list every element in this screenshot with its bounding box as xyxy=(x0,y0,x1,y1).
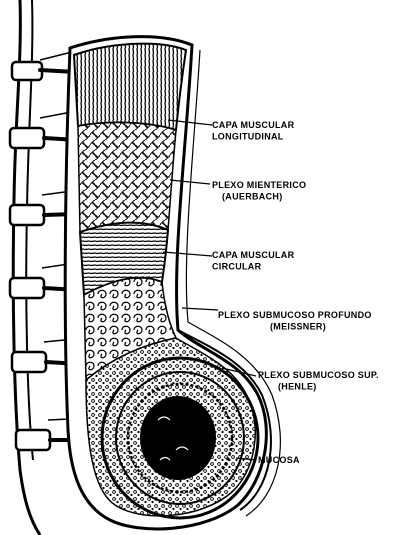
label-plexo-submucoso-profundo: PLEXO SUBMUCOSO PROFUNDO (MEISSNER) xyxy=(218,309,372,332)
label-plexo-mienterico: PLEXO MIENTERICO (AUERBACH) xyxy=(212,179,306,202)
label-mucosa: MUCOSA xyxy=(258,455,300,467)
lumen xyxy=(140,396,216,480)
intestine-body xyxy=(65,37,280,529)
label-capa-muscular-circular: CAPA MUSCULAR CIRCULAR xyxy=(212,249,294,272)
label-capa-muscular-longitudinal: CAPA MUSCULAR LONGITUDINAL xyxy=(212,119,294,142)
label-plexo-submucoso-sup: PLEXO SUBMUCOSO SUP. (HENLE) xyxy=(258,369,379,392)
